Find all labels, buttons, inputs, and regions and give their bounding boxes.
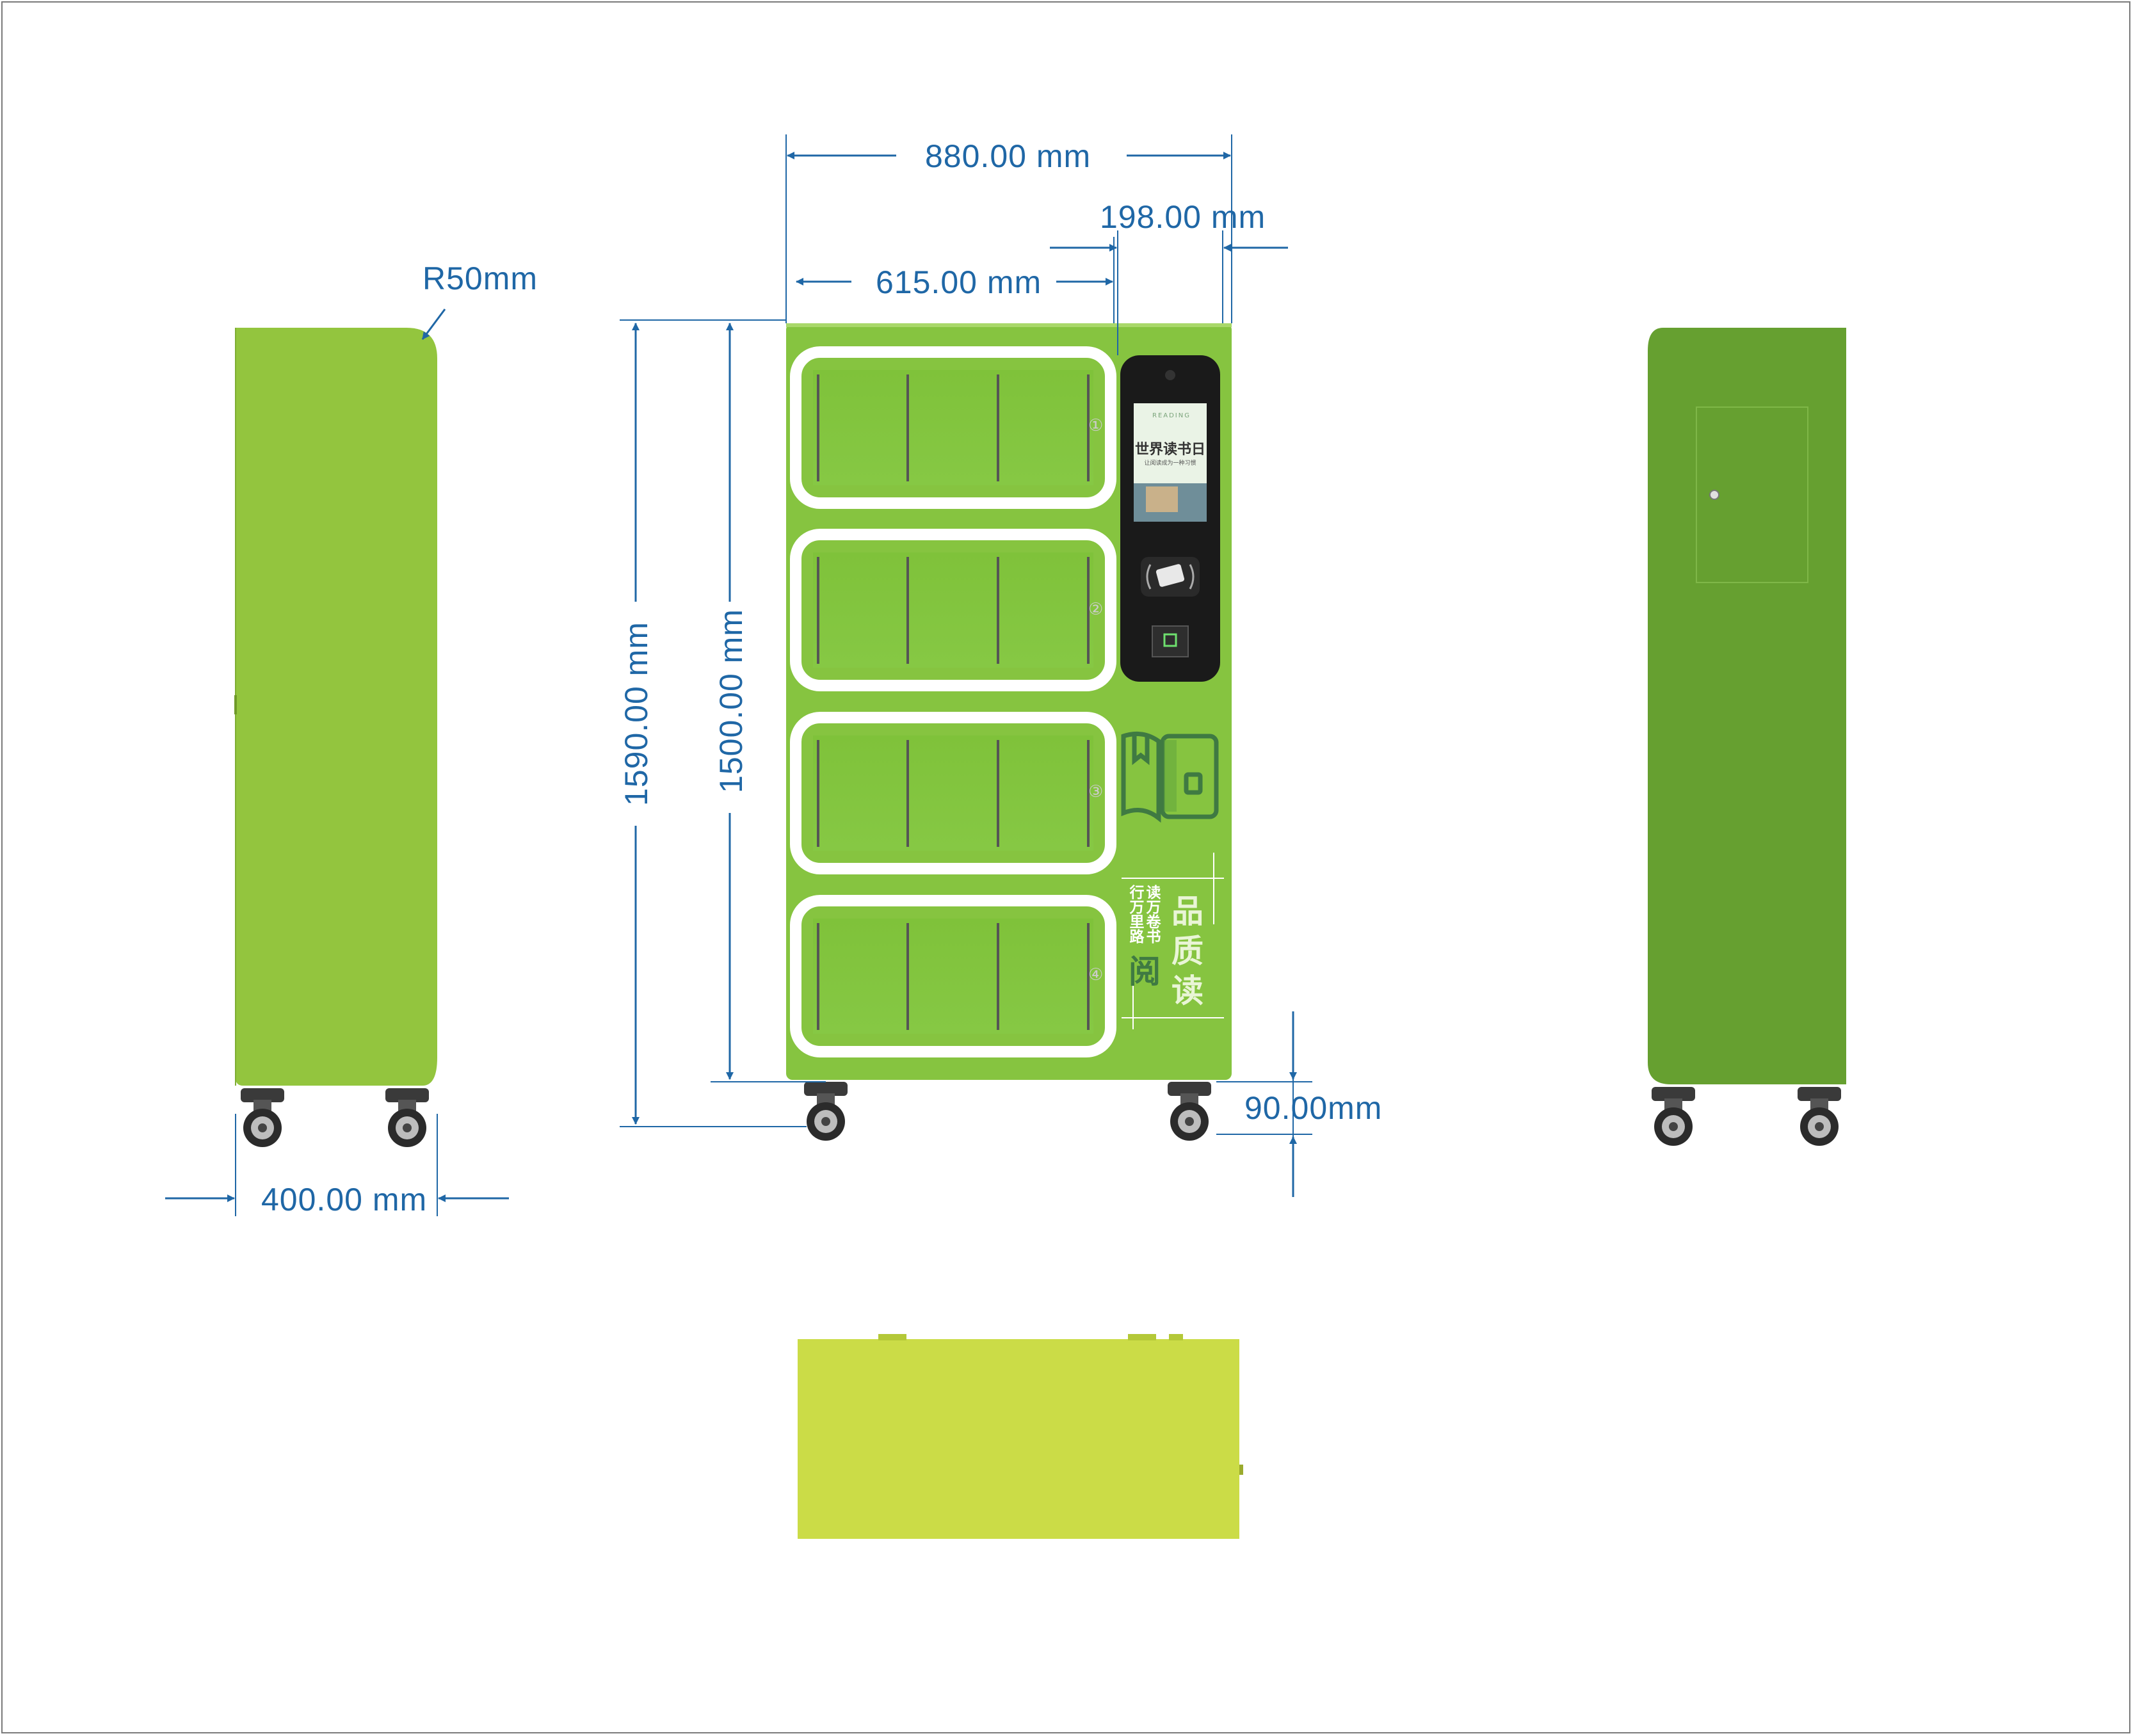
dimension-shelf-width: 615.00 mm [876,264,1042,300]
top-view [798,1334,1243,1539]
dimension-side-depth: 400.00 mm [261,1182,428,1218]
slogan-big-char: 读 [1171,972,1203,1009]
dimension-caster-height: 90.00mm [1244,1090,1383,1126]
dimension-corner-radius: R50mm [423,261,538,296]
book-logo-icon [1121,731,1219,823]
caster-icon [804,1082,848,1141]
front-view [786,323,1232,1141]
back-view [1648,328,1846,1146]
caster-icon [1652,1087,1695,1146]
shelf-label: ② [1088,600,1104,619]
slogan-line-2: 行万里路 [1127,885,1143,944]
caster-icon [1168,1082,1211,1141]
dimension-total-height: 1590.00 mm [618,622,654,806]
slogan-line-1: 读万卷书 [1143,885,1160,944]
card-reader-icon [1141,557,1200,597]
slogan-big-char: 阅 [1129,953,1161,990]
shelf-compartment [790,346,1116,509]
caster-icon [385,1088,429,1147]
scanner-icon [1152,625,1189,657]
shelf-compartment [790,712,1116,874]
screen-header: READING [1152,412,1191,419]
shelf-label: ① [1088,416,1104,435]
side-view-left [234,328,437,1147]
book-logo-accent [1164,740,1177,812]
dimension-body-height: 1500.00 mm [713,609,749,793]
shelf-label: ④ [1088,965,1104,985]
lock-icon [1709,490,1719,500]
slogan-big-char: 品 [1171,893,1203,930]
back-access-panel [1696,406,1808,583]
caster-icon [1798,1087,1841,1146]
slogan-big-char: 质 [1171,933,1203,970]
screen-title: 世界读书日 [1134,441,1205,458]
dimension-screen-width: 198.00 mm [1100,199,1266,235]
dimension-front-width: 880.00 mm [925,138,1091,174]
shelf-compartment [790,895,1116,1057]
shelf-compartment [790,529,1116,691]
caster-icon [241,1088,284,1147]
shelf-label: ③ [1088,782,1104,801]
screen-subtitle: 让阅读成为一种习惯 [1144,460,1196,467]
control-panel [1120,355,1220,682]
